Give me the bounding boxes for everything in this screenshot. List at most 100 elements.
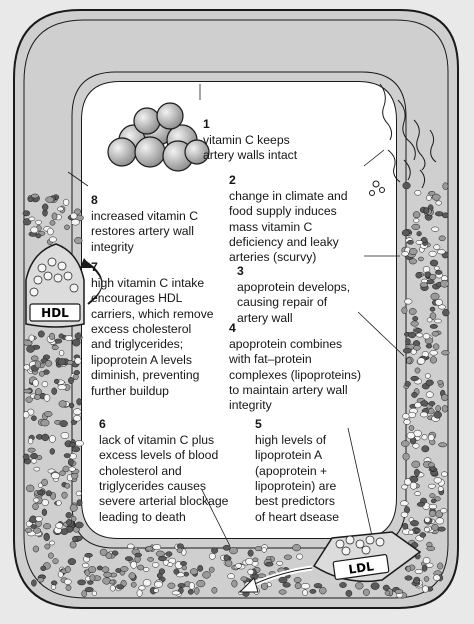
lipid-particle: [58, 400, 67, 408]
lipid-particle: [59, 470, 66, 476]
lipid-particle: [426, 317, 433, 323]
lipid-particle: [384, 590, 391, 596]
lipid-particle: [67, 558, 77, 566]
lipid-particle: [54, 338, 63, 344]
lipid-particle: [109, 579, 116, 585]
lipid-particle: [245, 557, 254, 566]
lipid-particle: [408, 331, 417, 339]
lipid-particle: [419, 282, 429, 288]
lipid-particle: [32, 545, 40, 553]
lipid-particle: [433, 244, 441, 250]
lipid-particle: [276, 560, 284, 566]
lipid-particle: [420, 411, 428, 418]
lipid-particle: [61, 491, 68, 499]
lipid-particle: [73, 408, 82, 416]
lipid-particle: [400, 500, 409, 507]
lipid-particle: [71, 446, 81, 453]
lipid-particle: [254, 546, 263, 552]
lipid-particle: [35, 516, 43, 522]
lipid-particle: [66, 519, 72, 526]
lipid-particle: [296, 553, 303, 560]
lipid-particle: [421, 445, 430, 453]
lipid-particle: [429, 510, 437, 518]
lipid-particle: [76, 499, 83, 507]
lipid-particle: [231, 579, 238, 588]
lipid-particle: [247, 568, 254, 575]
lipid-particle: [43, 533, 50, 542]
lipid-particle: [30, 524, 37, 529]
step-4-text: apoprotein combines with fat–protein com…: [229, 336, 362, 413]
lipid-particle: [278, 576, 288, 584]
lipid-particle: [401, 484, 409, 490]
lipid-particle: [424, 516, 431, 523]
lipid-particle: [126, 543, 135, 549]
lipid-particle: [410, 375, 419, 382]
lipid-particle: [433, 574, 441, 581]
lipid-particle: [229, 546, 238, 555]
inner-panel: [82, 82, 396, 538]
lipid-particle: [440, 508, 448, 514]
lipid-particle: [422, 557, 431, 564]
lipid-particle: [75, 521, 84, 529]
lipid-particle: [429, 259, 439, 267]
step-7-number: 7: [91, 260, 98, 275]
lipid-particle: [41, 508, 48, 516]
lipid-particle: [101, 566, 110, 573]
step-5-text: high levels of lipoprotein A (apoprotein…: [255, 432, 340, 524]
lipid-particle: [429, 356, 437, 364]
lipid-particle: [409, 481, 418, 490]
lipid-particle: [167, 582, 176, 589]
lipid-particle: [438, 235, 446, 242]
lipid-particle: [435, 200, 442, 206]
lipid-particle: [152, 544, 162, 551]
lipid-particle: [64, 483, 71, 489]
vitamin-c-cluster: [107, 102, 210, 172]
lipid-particle: [65, 565, 71, 573]
lipid-particle: [437, 486, 444, 492]
lipid-particle: [115, 568, 122, 573]
lipid-particle: [187, 589, 194, 595]
lipid-particle: [26, 484, 35, 493]
lipid-particle: [24, 527, 33, 533]
lipid-particle: [434, 298, 443, 306]
lipid-particle: [44, 543, 51, 550]
lipid-particle: [261, 547, 267, 553]
lipid-particle: [33, 466, 41, 472]
lipid-particle: [194, 587, 200, 595]
lipid-particle: [404, 575, 413, 581]
step-7: 7 high vitamin C intake encourages HDL c…: [91, 245, 214, 399]
outer-wall-inner-line: [23, 19, 449, 599]
lipid-particle: [32, 379, 39, 387]
step-6: 6 lack of vitamin C plus excess levels o…: [99, 402, 228, 525]
lipid-particle: [22, 411, 30, 419]
lipid-particle: [292, 544, 301, 552]
lipid-particle: [414, 367, 421, 374]
lipid-particle: [44, 411, 53, 417]
lipid-particle: [428, 408, 435, 415]
lipid-particle: [424, 373, 431, 379]
lipid-particle: [69, 541, 77, 549]
lipid-particle: [31, 193, 39, 199]
lipid-particle: [416, 502, 425, 507]
lipid-particle: [431, 193, 441, 201]
lipid-particle: [75, 490, 82, 497]
lipid-particle: [429, 493, 436, 499]
lipid-particle: [64, 335, 73, 342]
lipid-particle: [430, 498, 437, 504]
lipid-particle: [171, 590, 181, 596]
lipid-particle: [440, 279, 449, 288]
lipid-particle: [429, 273, 437, 281]
lipid-particle: [60, 432, 70, 439]
lipid-particle: [51, 344, 59, 351]
lipid-particle: [407, 239, 414, 245]
lipid-particle: [410, 320, 419, 327]
lipid-particle: [278, 589, 287, 595]
lipid-particle: [124, 556, 133, 561]
lipid-particle: [128, 572, 136, 580]
lipid-particle: [76, 398, 82, 406]
lipid-particle: [28, 216, 36, 222]
lipid-particle: [173, 568, 180, 575]
lipid-particle: [423, 207, 430, 214]
lipid-particle: [429, 306, 436, 312]
lipid-particle: [153, 588, 159, 593]
